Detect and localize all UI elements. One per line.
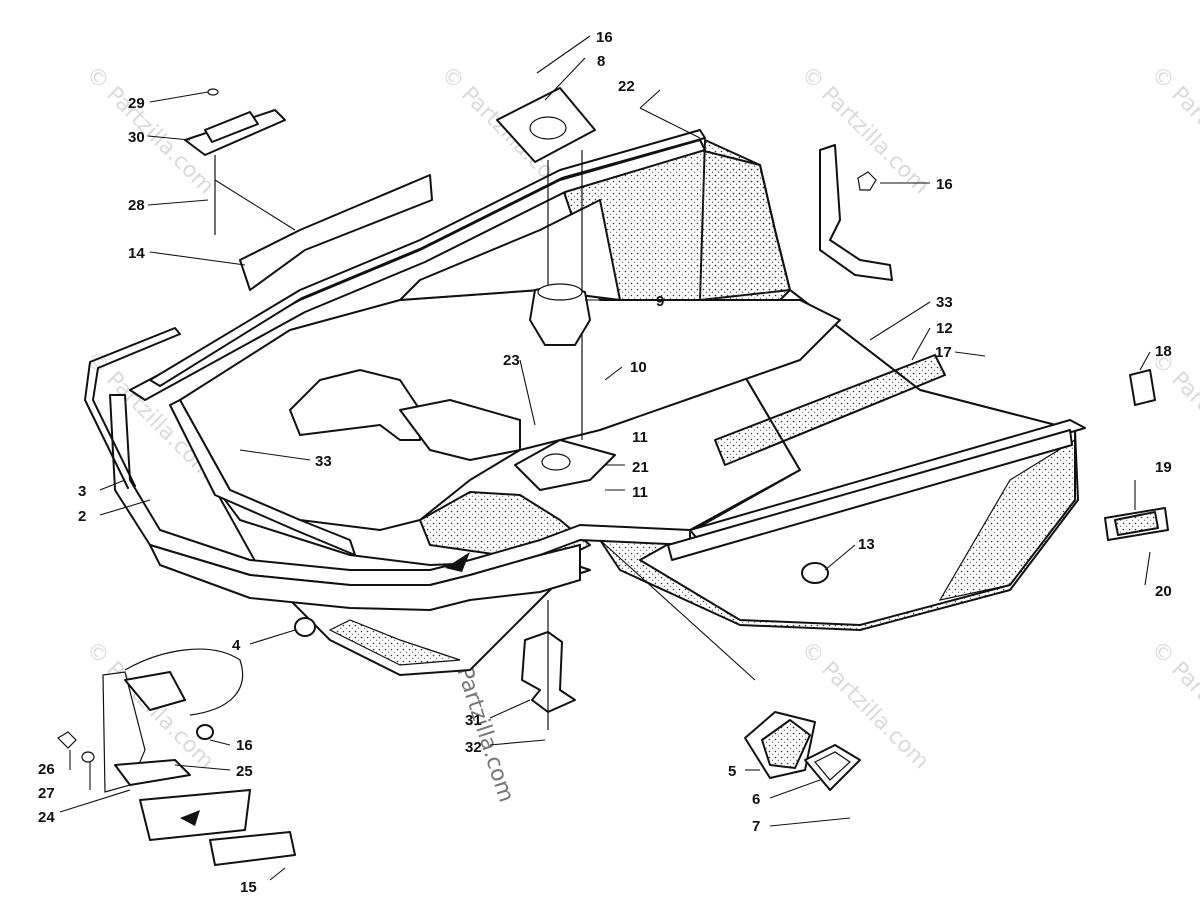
watermark-text: © Partzilla.com bbox=[1146, 637, 1200, 775]
callout-label: 3 bbox=[78, 483, 86, 500]
callout-label: 16 bbox=[236, 737, 253, 754]
callout-label: 18 bbox=[1155, 343, 1172, 360]
inset-washer bbox=[81, 751, 95, 763]
callout-label: 13 bbox=[858, 536, 875, 553]
hinge-barrel bbox=[204, 111, 259, 143]
watermark-text: © Partzilla.com bbox=[81, 62, 219, 200]
callout-label: 27 bbox=[38, 785, 55, 802]
top-rim bbox=[129, 139, 706, 401]
steering-boot-top bbox=[537, 283, 583, 301]
callout-label: 19 bbox=[1155, 459, 1172, 476]
reflector-strip bbox=[714, 354, 946, 466]
callout-label: 11 bbox=[632, 484, 648, 501]
callout-label: 20 bbox=[1155, 583, 1172, 600]
callout-label: 17 bbox=[935, 344, 952, 361]
rear-rod-bracket bbox=[819, 144, 893, 281]
bracket-connector bbox=[214, 179, 296, 231]
inset-cloud bbox=[124, 648, 244, 716]
inset-rail bbox=[209, 831, 296, 866]
washer bbox=[207, 88, 219, 96]
callout-label: 11 bbox=[632, 429, 648, 446]
inset-arrow bbox=[180, 810, 200, 826]
upper-rail bbox=[149, 129, 706, 387]
small-clip bbox=[1129, 369, 1156, 406]
reflector-plate-face bbox=[1114, 511, 1159, 536]
upper-left-bracket-group bbox=[184, 88, 433, 291]
callout-label: 8 bbox=[597, 53, 605, 70]
inset-nut bbox=[196, 724, 214, 740]
right-running-board-flange bbox=[667, 429, 1073, 561]
inner-bracket-left bbox=[289, 369, 421, 441]
grommet-left bbox=[294, 617, 316, 637]
callout-label: 31 bbox=[465, 712, 482, 729]
callout-label: 26 bbox=[38, 761, 55, 778]
inset-bolt bbox=[57, 731, 77, 749]
callout-label: 30 bbox=[128, 129, 145, 146]
callout-label: 7 bbox=[752, 818, 760, 835]
callout-label: 21 bbox=[632, 459, 649, 476]
connector-body bbox=[761, 719, 811, 769]
callout-label: 33 bbox=[315, 453, 332, 470]
leader-lines bbox=[59, 35, 1151, 881]
callout-label: 15 bbox=[240, 879, 257, 896]
steering-plate-hole bbox=[529, 116, 567, 140]
inner-bracket-center bbox=[399, 399, 521, 461]
bumper-arrow bbox=[445, 552, 470, 572]
callout-label: 29 bbox=[128, 95, 145, 112]
grommet bbox=[801, 562, 829, 584]
belly-pan-assembly bbox=[109, 129, 1086, 676]
callout-label: 9 bbox=[656, 293, 664, 310]
callout-label: 22 bbox=[618, 78, 635, 95]
callout-label: 16 bbox=[596, 29, 613, 46]
callout-label: 12 bbox=[936, 320, 953, 337]
callout-label: 4 bbox=[232, 637, 241, 654]
callout-label: 33 bbox=[936, 294, 953, 311]
callout-label: 28 bbox=[128, 197, 145, 214]
inset-bracket bbox=[124, 671, 186, 711]
inset-mount bbox=[114, 759, 191, 786]
lower-left-inset bbox=[57, 648, 296, 866]
nut bbox=[857, 171, 877, 191]
callout-label: 6 bbox=[752, 791, 760, 808]
watermark-text: © Partzilla.com bbox=[1146, 347, 1200, 485]
callout-label: 5 bbox=[728, 763, 736, 780]
callout-label: 25 bbox=[236, 763, 253, 780]
callout-label: 24 bbox=[38, 809, 55, 826]
steering-components bbox=[496, 87, 616, 491]
callout-label: 32 bbox=[465, 739, 482, 756]
callout-label: 10 bbox=[630, 359, 647, 376]
lower-plate-hole bbox=[541, 453, 571, 471]
hood-bracket bbox=[239, 174, 433, 291]
callout-label: 2 bbox=[78, 508, 86, 525]
front-lower-pan-shade bbox=[328, 619, 461, 666]
left-side-channel bbox=[169, 399, 356, 556]
callout-label: 16 bbox=[936, 176, 953, 193]
front-bumper-lower bbox=[149, 544, 581, 611]
callout-labels: 16 8 22 29 30 28 16 14 9 33 12 17 18 23 … bbox=[38, 29, 1172, 896]
bumper-strip bbox=[84, 327, 181, 489]
callout-label: 23 bbox=[503, 352, 520, 369]
callout-label: 14 bbox=[128, 245, 145, 262]
gasket-inner bbox=[814, 751, 851, 781]
watermark-text: © Partzilla.com bbox=[1146, 62, 1200, 200]
